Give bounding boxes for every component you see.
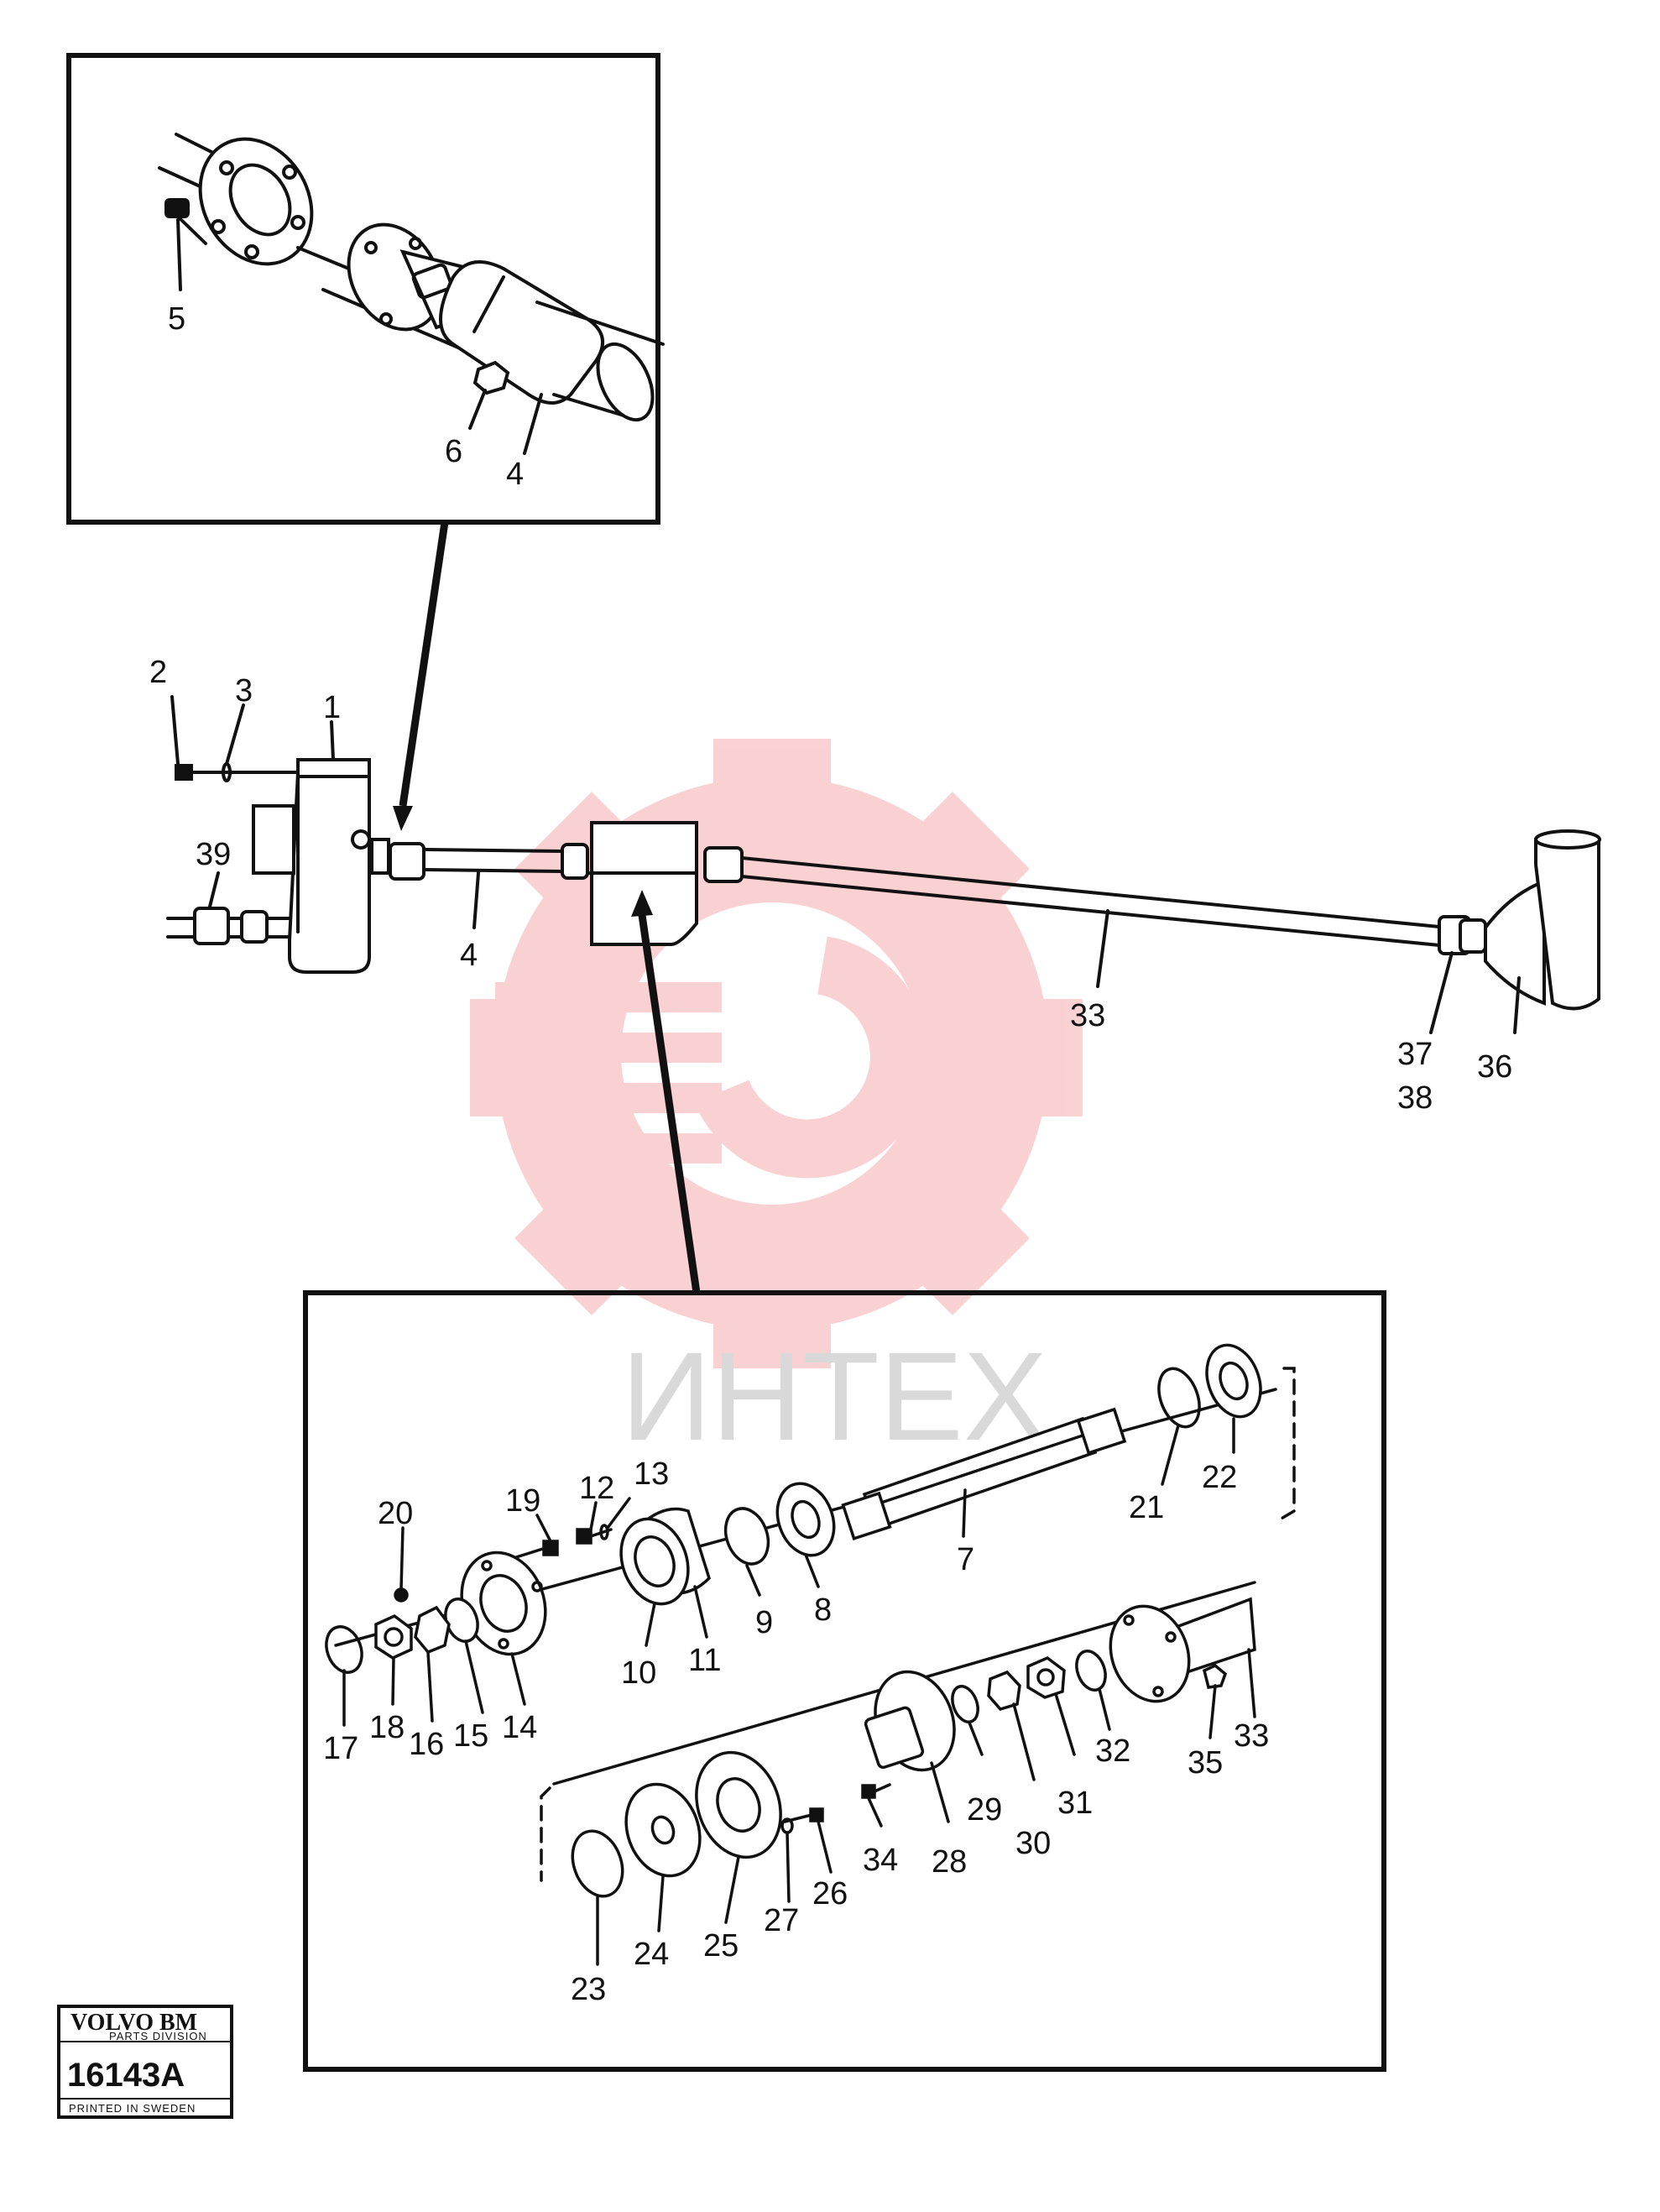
stamp-division: PARTS DIVISION [109,2030,207,2042]
stamp-brand: VOLVO BM [70,2010,197,2036]
callout-8: 8 [814,1592,832,1628]
callout-10: 10 [621,1655,656,1691]
main-assembly [166,695,1601,1034]
callout-25: 25 [703,1928,739,1964]
callout-35: 35 [1188,1745,1223,1781]
callout-28: 28 [932,1844,967,1880]
callout-34: 34 [863,1843,898,1878]
callout-9: 9 [755,1605,773,1640]
callout-31: 31 [1057,1786,1093,1821]
callout-38: 38 [1397,1080,1433,1116]
callout-14: 14 [502,1710,537,1745]
callout-30: 30 [1015,1826,1051,1861]
callout-15: 15 [453,1718,488,1754]
callout-11: 11 [688,1643,721,1678]
callout-33-main: 33 [1070,998,1105,1033]
inset-bottom-pointer [631,890,701,1294]
callout-19: 19 [505,1483,540,1519]
stamp-code: 16143A [67,2057,185,2094]
callout-6: 6 [445,434,462,469]
callout-2: 2 [149,655,167,690]
callout-7: 7 [957,1542,974,1577]
callout-4-inset: 4 [506,457,524,492]
callout-16: 16 [409,1727,444,1762]
callout-4-main: 4 [460,938,478,973]
callout-22: 22 [1202,1460,1237,1495]
callout-29: 29 [967,1792,1002,1828]
inset-top-drawing [158,133,665,455]
volvo-stamp: VOLVO BM PARTS DIVISION 16143A PRINTED I… [57,2005,233,2119]
stamp-origin: PRINTED IN SWEDEN [69,2102,196,2115]
callout-37: 37 [1397,1037,1433,1072]
callout-5: 5 [168,301,185,337]
inset-bottom-drawing [325,1343,1296,1966]
callout-18: 18 [369,1710,405,1745]
callout-13: 13 [634,1456,669,1492]
callout-24: 24 [634,1937,669,1972]
inset-top-frame [66,53,660,525]
watermark-logo [470,739,1083,1368]
callout-23: 23 [571,1972,606,2007]
callout-12: 12 [579,1471,614,1506]
callout-21: 21 [1129,1490,1164,1525]
callout-3: 3 [235,673,253,709]
callout-39: 39 [196,837,231,872]
callout-33-inset: 33 [1234,1718,1269,1754]
callout-20: 20 [378,1496,413,1531]
callout-1: 1 [323,690,341,725]
inset-bottom-frame [303,1290,1386,2072]
watermark-text: ИНТЕХ [621,1326,1047,1467]
callout-32: 32 [1095,1734,1130,1769]
callout-36: 36 [1477,1049,1512,1085]
inset-top-pointer [393,521,449,831]
callout-26: 26 [812,1876,848,1911]
callout-17: 17 [323,1731,358,1766]
callout-27: 27 [764,1903,799,1938]
